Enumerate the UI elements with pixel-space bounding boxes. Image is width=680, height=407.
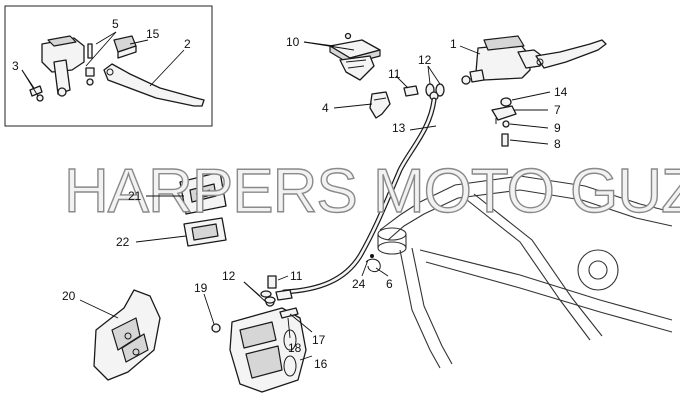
callout-3: 3 bbox=[12, 59, 19, 73]
callout-19: 19 bbox=[194, 281, 208, 295]
callout-22: 22 bbox=[116, 235, 130, 249]
callout-8: 8 bbox=[554, 137, 561, 151]
pad-pack-22 bbox=[183, 217, 227, 247]
leader-lines bbox=[21, 31, 551, 361]
callout-7: 7 bbox=[554, 103, 561, 117]
pad-bag-20 bbox=[93, 289, 161, 381]
pad-pack-21 bbox=[179, 171, 227, 215]
callout-6: 6 bbox=[386, 277, 393, 291]
callout-11-upper: 11 bbox=[388, 67, 401, 81]
callout-14: 14 bbox=[554, 85, 568, 99]
callout-16: 16 bbox=[314, 357, 328, 371]
callout-numbers: 5 15 2 3 10 1 11 12 4 13 14 7 9 8 21 22 … bbox=[12, 17, 568, 371]
callout-9: 9 bbox=[554, 121, 561, 135]
washer-19 bbox=[211, 323, 221, 333]
master-cylinder-assembly bbox=[461, 35, 607, 85]
callout-4: 4 bbox=[322, 101, 329, 115]
callout-1: 1 bbox=[450, 37, 457, 51]
clip-6 bbox=[365, 258, 381, 273]
callout-5: 5 bbox=[112, 17, 119, 31]
bolt-17 bbox=[279, 307, 299, 319]
watermark: HARPERS MOTO GUZZI© bbox=[64, 157, 680, 226]
callout-12-upper: 12 bbox=[418, 53, 432, 67]
callout-17: 17 bbox=[312, 333, 326, 347]
upper-banjo bbox=[403, 83, 445, 101]
callout-13: 13 bbox=[392, 121, 406, 135]
callout-20: 20 bbox=[62, 289, 76, 303]
callout-10: 10 bbox=[286, 35, 300, 49]
callout-24: 24 bbox=[352, 277, 366, 291]
callout-18: 18 bbox=[288, 341, 302, 355]
callout-11-lower: 11 bbox=[290, 269, 303, 283]
hose-bracket bbox=[491, 97, 517, 147]
inset-box bbox=[4, 5, 213, 127]
callout-15: 15 bbox=[146, 27, 160, 41]
callout-12-lower: 12 bbox=[222, 269, 236, 283]
callout-2: 2 bbox=[184, 37, 191, 51]
dust-cap bbox=[369, 91, 391, 119]
lower-banjo bbox=[260, 275, 293, 304]
clip-24 bbox=[370, 254, 374, 258]
reservoir-cover bbox=[329, 32, 381, 81]
brake-caliper bbox=[229, 297, 307, 393]
frame-outline bbox=[377, 175, 673, 369]
callout-21: 21 bbox=[128, 189, 142, 203]
